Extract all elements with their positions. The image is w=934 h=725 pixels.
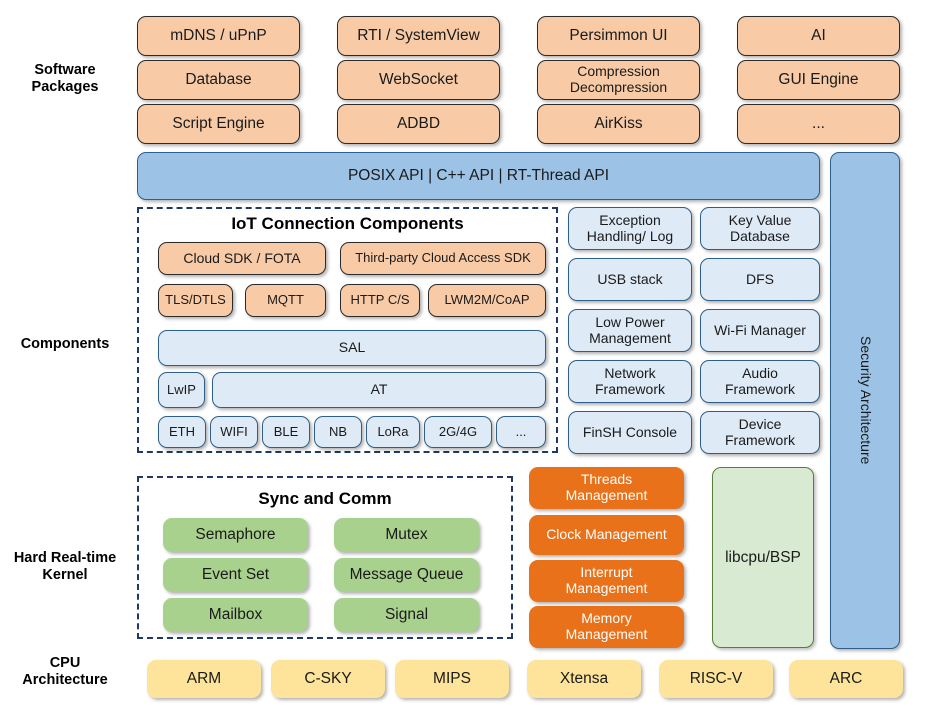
sync-box-semaphore[interactable]: Semaphore [163, 518, 308, 552]
kernel-box-interrupt-management[interactable]: Interrupt Management [529, 560, 684, 602]
iot-box-2g-4g[interactable]: 2G/4G [424, 416, 492, 448]
component-box-finsh-console[interactable]: FinSH Console [568, 411, 692, 454]
iot-box-cloud-sdk-fota[interactable]: Cloud SDK / FOTA [158, 242, 326, 275]
sync-and-comm-group [137, 476, 513, 639]
kernel-box-memory-management[interactable]: Memory Management [529, 606, 684, 648]
component-box-network-framework[interactable]: Network Framework [568, 360, 692, 403]
package-box-persimmon-ui[interactable]: Persimmon UI [537, 16, 700, 56]
component-box-usb-stack[interactable]: USB stack [568, 258, 692, 301]
sync-box-signal[interactable]: Signal [334, 598, 479, 632]
iot-box-at[interactable]: AT [212, 372, 546, 408]
package-box-compression-decompression[interactable]: Compression Decompression [537, 60, 700, 100]
iot-box-mqtt[interactable]: MQTT [245, 284, 326, 317]
sync-box-mailbox[interactable]: Mailbox [163, 598, 308, 632]
package-box-rti-systemview[interactable]: RTI / SystemView [337, 16, 500, 56]
iot-box-ble[interactable]: BLE [262, 416, 310, 448]
iot-connection-components-title: IoT Connection Components [231, 214, 464, 233]
iot-box-lora[interactable]: LoRa [366, 416, 420, 448]
package-box-database[interactable]: Database [137, 60, 300, 100]
api-bar[interactable]: POSIX API | C++ API | RT-Thread API [137, 152, 820, 200]
section-label-components: Components [20, 336, 110, 352]
iot-box-sal[interactable]: SAL [158, 330, 546, 366]
package-box-airkiss[interactable]: AirKiss [537, 104, 700, 144]
component-box-audio-framework[interactable]: Audio Framework [700, 360, 820, 403]
iot-box-more-links[interactable]: ... [496, 416, 546, 448]
iot-box-tls-dtls[interactable]: TLS/DTLS [158, 284, 233, 317]
section-label-cpu-architecture: CPU Architecture [22, 655, 108, 689]
package-box-script-engine[interactable]: Script Engine [137, 104, 300, 144]
iot-box-http-cs[interactable]: HTTP C/S [340, 284, 420, 317]
iot-box-wifi[interactable]: WIFI [210, 416, 258, 448]
sync-box-mutex[interactable]: Mutex [334, 518, 479, 552]
iot-box-eth[interactable]: ETH [158, 416, 206, 448]
component-box-low-power-management[interactable]: Low Power Management [568, 309, 692, 352]
component-box-dfs[interactable]: DFS [700, 258, 820, 301]
component-box-wifi-manager[interactable]: Wi-Fi Manager [700, 309, 820, 352]
security-architecture-bar[interactable]: Security Architecture [830, 152, 900, 649]
component-box-device-framework[interactable]: Device Framework [700, 411, 820, 454]
package-box-ai[interactable]: AI [737, 16, 900, 56]
cpu-box-xtensa[interactable]: Xtensa [527, 660, 641, 698]
iot-box-nb[interactable]: NB [314, 416, 362, 448]
iot-box-third-party-cloud-access-sdk[interactable]: Third-party Cloud Access SDK [340, 242, 546, 275]
kernel-box-threads-management[interactable]: Threads Management [529, 467, 684, 509]
cpu-box-risc-v[interactable]: RISC-V [659, 660, 773, 698]
libcpu-bsp-box[interactable]: libcpu/BSP [712, 467, 814, 648]
component-box-key-value-database[interactable]: Key Value Database [700, 207, 820, 250]
kernel-box-clock-management[interactable]: Clock Management [529, 515, 684, 555]
package-box-websocket[interactable]: WebSocket [337, 60, 500, 100]
cpu-box-mips[interactable]: MIPS [395, 660, 509, 698]
sync-box-message-queue[interactable]: Message Queue [334, 558, 479, 592]
iot-box-lwip[interactable]: LwIP [158, 372, 205, 408]
cpu-box-arc[interactable]: ARC [789, 660, 903, 698]
sync-and-comm-title: Sync and Comm [258, 489, 392, 508]
security-architecture-label: Security Architecture [857, 336, 874, 465]
section-label-kernel: Hard Real-time Kernel [13, 550, 117, 584]
cpu-box-arm[interactable]: ARM [147, 660, 261, 698]
component-box-exception-handling-log[interactable]: Exception Handling/ Log [568, 207, 692, 250]
package-box-adbd[interactable]: ADBD [337, 104, 500, 144]
iot-box-lwm2m-coap[interactable]: LWM2M/CoAP [428, 284, 546, 317]
sync-box-event-set[interactable]: Event Set [163, 558, 308, 592]
package-box-gui-engine[interactable]: GUI Engine [737, 60, 900, 100]
section-label-software-packages: Software Packages [31, 62, 99, 96]
package-box-mdns-upnp[interactable]: mDNS / uPnP [137, 16, 300, 56]
cpu-box-c-sky[interactable]: C-SKY [271, 660, 385, 698]
iot-connection-components-group [137, 207, 558, 453]
api-bar-label: POSIX API | C++ API | RT-Thread API [347, 167, 610, 185]
package-box-more[interactable]: ... [737, 104, 900, 144]
